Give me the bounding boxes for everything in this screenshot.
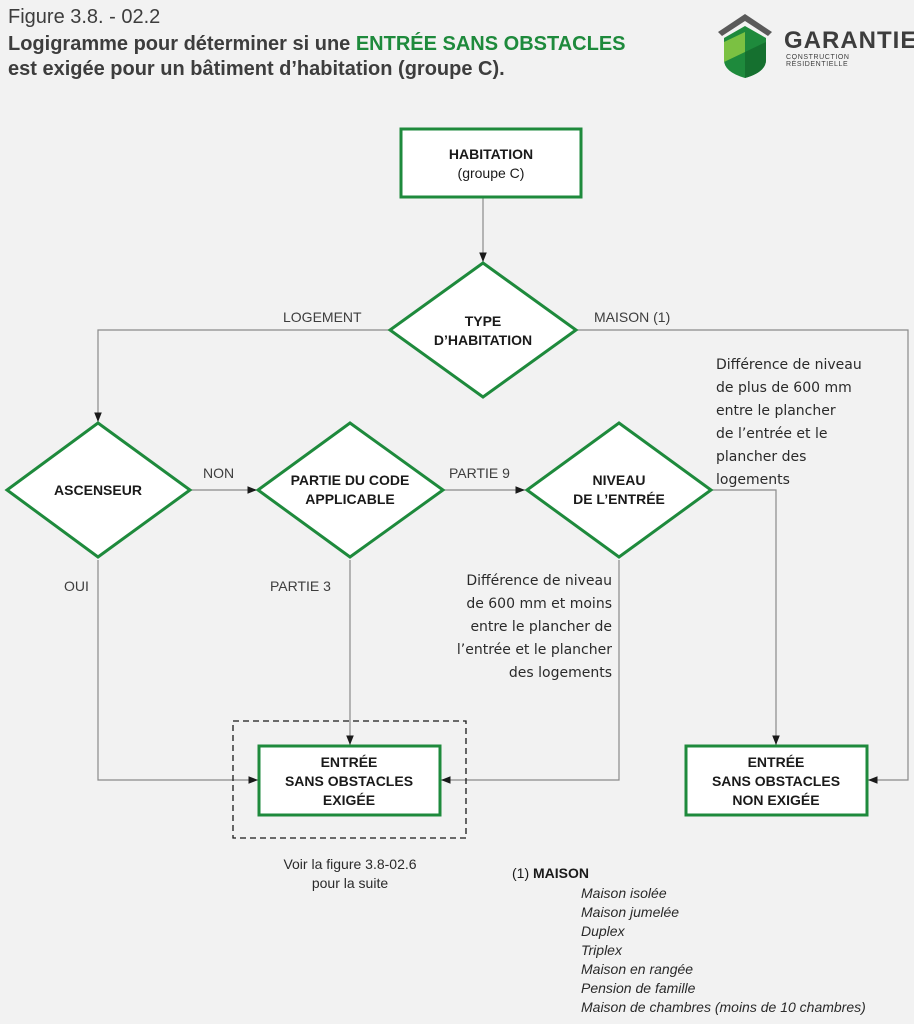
footnote-item: Maison isolée [581,885,667,901]
ascenseur-diamond [4,421,193,559]
note-plus-line: de l’entrée et le [716,426,827,442]
footnote-title: (1) MAISON [512,865,589,881]
title-line2: est exigée pour un bâtiment d’habitation… [8,58,505,80]
note-plus-line: Différence de niveau [716,357,862,373]
logo-icon [718,14,772,78]
note-moins-600: Différence de niveau de 600 mm et moins … [457,573,612,681]
non-exigee-label-1: ENTRÉE [748,754,805,770]
note-moins-line: entre le plancher de [470,619,612,635]
habitation-sublabel: (groupe C) [458,165,525,181]
exigee-label-1: ENTRÉE [321,754,378,770]
niveau-label-1: NIVEAU [593,472,646,488]
see-also-line-2: pour la suite [312,875,388,891]
niveau-diamond [524,421,714,559]
edge-label-non: NON [203,465,234,481]
edge-label-oui: OUI [64,578,89,594]
footnote-item: Duplex [581,923,626,939]
edge-label-logement: LOGEMENT [283,309,362,325]
note-moins-line: des logements [509,665,612,681]
partie-diamond [255,421,446,559]
edge-plus-600 [711,489,780,745]
footnote-marker: (1) [512,865,533,881]
partie-label-1: PARTIE DU CODE [291,472,410,488]
note-plus-line: de plus de 600 mm [716,380,852,396]
note-plus-line: entre le plancher [716,403,836,419]
edge-moins-600 [441,560,620,784]
exigee-label-3: EXIGÉE [323,792,375,808]
non-exigee-box [684,744,869,817]
partie-label-2: APPLICABLE [305,491,394,507]
logo-tagline: CONSTRUCTION RÉSIDENTIELLE [786,54,850,68]
title-part1: Logigramme pour déterminer si une [8,33,356,55]
footnote-heading: MAISON [533,865,589,881]
exigee-box [257,744,442,817]
edge-label-maison: MAISON (1) [594,309,670,325]
footnote-item: Maison de chambres (moins de 10 chambres… [581,999,866,1015]
note-plus-600: Différence de niveau de plus de 600 mm e… [716,357,862,488]
habitation-box [399,127,583,199]
exigee-label-2: SANS OBSTACLES [285,773,413,789]
niveau-label-2: DE L’ENTRÉE [573,491,665,507]
habitation-label: HABITATION [449,146,533,162]
see-also-line-1: Voir la figure 3.8-02.6 [283,856,416,872]
exigee-dashed-frame [232,720,467,839]
edge-oui [97,560,258,784]
non-exigee-label-3: NON EXIGÉE [732,792,819,808]
type-label-1: TYPE [465,313,502,329]
edge-label-partie9: PARTIE 9 [449,465,510,481]
footnote-item: Maison en rangée [581,961,693,977]
type-diamond [387,261,579,399]
note-moins-line: Différence de niveau [466,573,612,589]
title-accent: ENTRÉE SANS OBSTACLES [355,33,626,55]
note-moins-line: de 600 mm et moins [466,596,612,612]
footnote-item: Triplex [581,942,623,958]
non-exigee-label-2: SANS OBSTACLES [712,773,840,789]
ascenseur-label: ASCENSEUR [54,482,142,498]
figure-title: Logigramme pour déterminer si une ENTRÉE… [8,32,626,82]
edge-maison [576,329,909,784]
figure-number: Figure 3.8. - 02.2 [8,6,161,28]
type-label-2: D’HABITATION [434,332,532,348]
footnote-item: Pension de famille [581,980,696,996]
note-moins-line: l’entrée et le plancher [457,642,612,658]
logo-name: GARANTIE [784,27,914,54]
note-plus-line: plancher des [716,449,806,465]
edge-label-partie3: PARTIE 3 [270,578,331,594]
footnote-item: Maison jumelée [581,904,679,920]
edge-logement [94,329,390,422]
note-plus-line: logements [716,472,790,488]
